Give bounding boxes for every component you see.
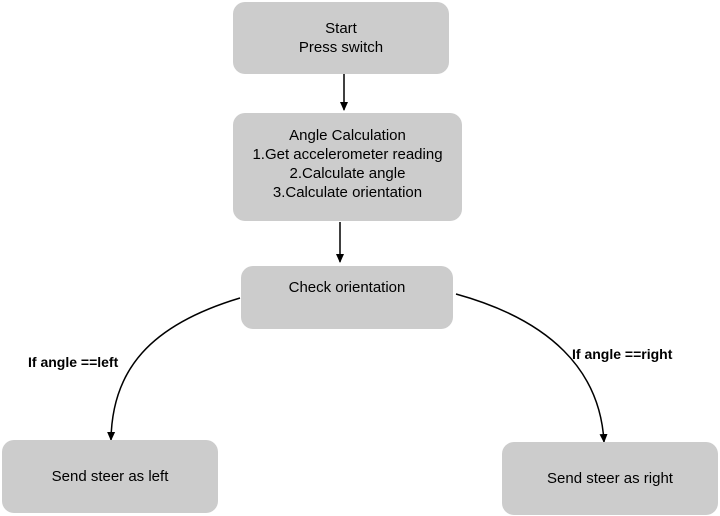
- edge-label-left: If angle ==left: [28, 354, 119, 370]
- start-node-subtitle: Press switch: [298, 39, 384, 56]
- angle-calculation-step-3: 3.Calculate orientation: [272, 184, 423, 201]
- send-steer-right-node: Send steer as right: [502, 442, 718, 515]
- arrow-check-to-left: [107, 297, 241, 441]
- check-orientation-node: Check orientation: [241, 266, 453, 329]
- send-steer-left-node: Send steer as left: [2, 440, 218, 513]
- angle-calculation-step-1: 1.Get accelerometer reading: [252, 146, 443, 163]
- angle-calculation-node: Angle Calculation 1.Get accelerometer re…: [233, 113, 462, 221]
- arrow-check-to-right: [455, 293, 608, 443]
- angle-calculation-step-2: 2.Calculate angle: [289, 165, 406, 182]
- send-steer-left-label: Send steer as left: [51, 468, 169, 485]
- edge-label-right: If angle ==right: [572, 346, 673, 362]
- angle-calculation-title: Angle Calculation: [289, 127, 406, 144]
- start-node: Start Press switch: [233, 2, 449, 74]
- start-node-title: Start: [325, 20, 357, 37]
- check-orientation-label: Check orientation: [288, 279, 406, 296]
- send-steer-right-label: Send steer as right: [547, 470, 673, 487]
